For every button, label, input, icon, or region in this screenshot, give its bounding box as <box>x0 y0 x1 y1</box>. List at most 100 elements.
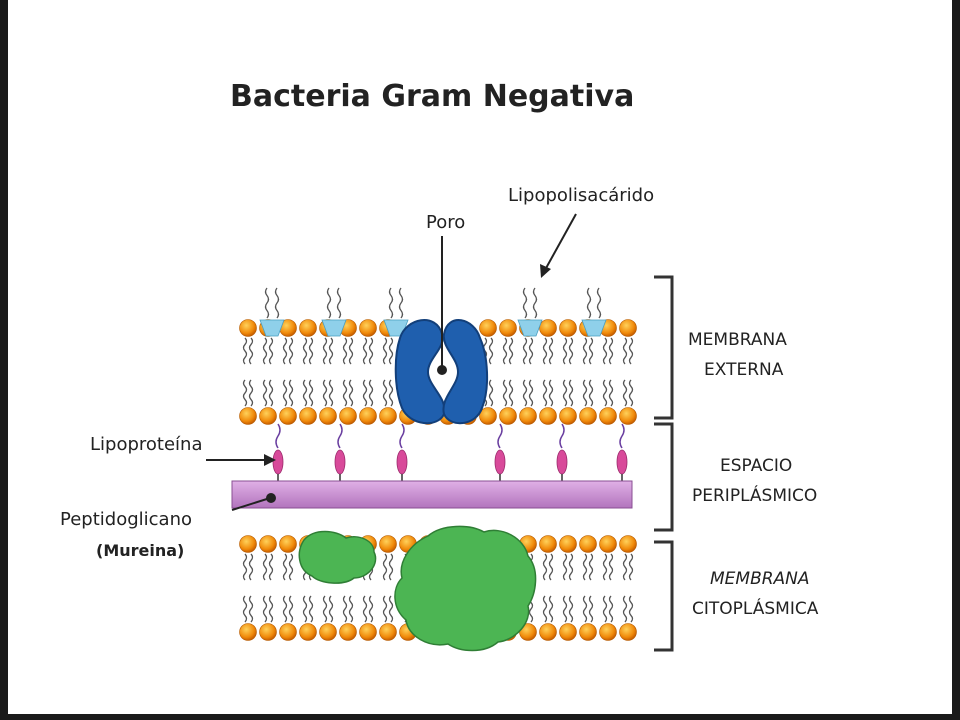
inner-top-tail <box>582 553 588 581</box>
inner-bottom-tail <box>368 595 374 623</box>
inner-top-tail <box>262 553 268 581</box>
lps-chain <box>596 287 602 319</box>
outer-bottom-tail <box>582 379 588 407</box>
inner-bottom-tail <box>328 595 334 623</box>
inner-top-tail <box>628 553 634 581</box>
lipoprotein-link <box>497 423 503 449</box>
inner-bottom-tail <box>608 595 614 623</box>
inner-top-tail <box>248 553 254 581</box>
lps-chain <box>586 287 592 319</box>
outer-top-tail <box>302 337 308 365</box>
peptidoglicano-pointer-line <box>231 497 271 511</box>
outer-bottom-tail <box>282 379 288 407</box>
outer-top-head <box>239 319 257 337</box>
poro-label: Poro <box>426 212 465 233</box>
inner-top-tail <box>568 553 574 581</box>
outer-bottom-tail <box>608 379 614 407</box>
inner-bottom-tail <box>382 595 388 623</box>
lipoprotein <box>272 449 284 475</box>
lps-core <box>259 319 285 337</box>
outer-bottom-head <box>359 407 377 425</box>
outer-bottom-tail <box>308 379 314 407</box>
outer-bottom-tail <box>382 379 388 407</box>
outer-top-tail <box>608 337 614 365</box>
lipoprotein <box>396 449 408 475</box>
inner-bottom-tail <box>588 595 594 623</box>
lipoprotein <box>494 449 506 475</box>
outer-bottom-head <box>279 407 297 425</box>
inner-top-head <box>599 535 617 553</box>
inner-bottom-tail <box>342 595 348 623</box>
lipoprotein-link <box>399 423 405 449</box>
outer-top-tail <box>522 337 528 365</box>
outer-top-tail <box>342 337 348 365</box>
outer-bottom-tail <box>528 379 534 407</box>
inner-bottom-head <box>539 623 557 641</box>
inner-top-tail <box>382 553 388 581</box>
outer-bottom-head <box>299 407 317 425</box>
inner-top-tail <box>288 553 294 581</box>
inner-top-tail <box>242 553 248 581</box>
lipoproteina-label: Lipoproteína <box>90 434 202 455</box>
lps-chain <box>336 287 342 319</box>
outer-bottom-tail <box>328 379 334 407</box>
outer-top-tail <box>502 337 508 365</box>
inner-bottom-head <box>339 623 357 641</box>
lps-chain <box>388 287 394 319</box>
inner-top-head <box>619 535 637 553</box>
inner-bottom-tail <box>562 595 568 623</box>
outer-bottom-tail <box>542 379 548 407</box>
outer-top-head <box>619 319 637 337</box>
outer-bottom-tail <box>388 379 394 407</box>
porin-channel <box>394 319 489 424</box>
inner-top-head <box>559 535 577 553</box>
lipoprotein-link <box>275 423 281 449</box>
espacio-periplasmico-label-line1: ESPACIO <box>720 456 792 476</box>
diagram-title: Bacteria Gram Negativa <box>230 79 634 114</box>
outer-bottom-head <box>579 407 597 425</box>
outer-top-tail <box>548 337 554 365</box>
inner-top-tail <box>542 553 548 581</box>
large-membrane-protein <box>394 525 537 652</box>
inner-bottom-tail <box>288 595 294 623</box>
region-brackets <box>654 275 674 652</box>
outer-top-tail <box>528 337 534 365</box>
lipoprotein-link <box>337 423 343 449</box>
membrana-externa-label-line1: MEMBRANA <box>688 330 787 350</box>
inner-bottom-tail <box>548 595 554 623</box>
inner-bottom-tail <box>308 595 314 623</box>
inner-bottom-tail <box>282 595 288 623</box>
inner-bottom-tail <box>322 595 328 623</box>
outer-bottom-tail <box>602 379 608 407</box>
outer-top-tail <box>362 337 368 365</box>
outer-bottom-head <box>339 407 357 425</box>
lipoproteina-arrowhead <box>264 454 276 466</box>
inner-bottom-head <box>319 623 337 641</box>
outer-top-head <box>539 319 557 337</box>
outer-bottom-tail <box>488 379 494 407</box>
outer-top-tail <box>582 337 588 365</box>
inner-top-tail <box>608 553 614 581</box>
outer-top-tail <box>348 337 354 365</box>
lps-chain <box>264 287 270 319</box>
inner-top-tail <box>562 553 568 581</box>
bracket-membrana-citoplasmica <box>654 540 674 652</box>
outer-top-tail <box>242 337 248 365</box>
outer-top-tail <box>262 337 268 365</box>
outer-bottom-tail <box>288 379 294 407</box>
inner-bottom-tail <box>302 595 308 623</box>
outer-bottom-tail <box>622 379 628 407</box>
lipoprotein-link <box>619 423 625 449</box>
outer-bottom-head <box>619 407 637 425</box>
inner-bottom-tail <box>388 595 394 623</box>
outer-top-tail <box>322 337 328 365</box>
inner-bottom-tail <box>582 595 588 623</box>
inner-bottom-tail <box>362 595 368 623</box>
outer-top-tail <box>588 337 594 365</box>
outer-top-tail <box>542 337 548 365</box>
lipopolisacarido-label: Lipopolisacárido <box>508 185 654 206</box>
inner-top-head <box>539 535 557 553</box>
inner-bottom-tail <box>568 595 574 623</box>
outer-bottom-head <box>539 407 557 425</box>
outer-bottom-head <box>499 407 517 425</box>
